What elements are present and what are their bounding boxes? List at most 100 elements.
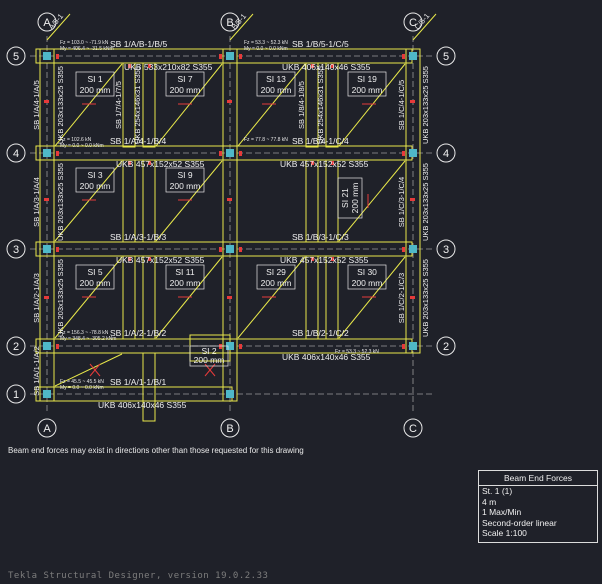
beam-sec-13 — [142, 352, 156, 422]
end-marker — [239, 151, 242, 156]
slab-diagonal — [237, 63, 306, 147]
slab-depth: 200 mm — [352, 278, 383, 288]
slab-box — [256, 264, 296, 290]
grid-bubble-A-bottom[interactable] — [37, 418, 57, 438]
force-label: Fz = 156.3 ~ -78.8 kN — [60, 330, 109, 336]
end-marker — [128, 257, 131, 261]
beam-label[interactable]: SB 1/C/4-1/C/5 — [397, 80, 406, 130]
legend-line: Second-order linear — [482, 517, 557, 528]
beam-label[interactable]: SB 1/A/2-1/A/3 — [32, 273, 41, 323]
column-A4[interactable] — [43, 149, 51, 157]
beam-sec-5 — [122, 255, 136, 340]
grid-bubble-B-bottom[interactable] — [220, 418, 240, 438]
beam-sec-9 — [305, 159, 319, 243]
column-tags: A/5-1 B/5-1 C/5-1 — [47, 11, 432, 31]
column-B4[interactable] — [226, 149, 234, 157]
force-label: My = 0.0 ~ 0.0 kNm — [244, 46, 288, 52]
end-marker — [219, 247, 222, 252]
slab-name: SI 21 — [340, 188, 350, 208]
column-A2[interactable] — [43, 342, 51, 350]
column-B5[interactable] — [226, 52, 234, 60]
column-B2[interactable] — [226, 342, 234, 350]
beam-label[interactable]: SB 1/A/2-1/B/2 — [110, 328, 166, 338]
beam-label[interactable]: SB 1/B/2-1/C/2 — [292, 328, 349, 338]
beam-label[interactable]: SB 1/A/4-1/A/5 — [32, 80, 41, 130]
grid-bubble-2-right[interactable] — [436, 336, 456, 356]
grid-label: 2 — [13, 341, 19, 353]
beam-label[interactable]: SB 1/A/B-1/B/5 — [110, 39, 167, 49]
slab-name: SI 1 — [87, 74, 102, 84]
column-A1[interactable] — [43, 390, 51, 398]
grid-bubble-C-bottom[interactable] — [403, 418, 423, 438]
end-marker — [219, 151, 222, 156]
end-marker — [148, 161, 151, 165]
column-B1[interactable] — [226, 390, 234, 398]
column-C3[interactable] — [409, 245, 417, 253]
slab-box — [165, 167, 205, 193]
end-marker — [410, 296, 415, 299]
beam-label[interactable]: SB 1/7/4-1/7/5 — [114, 81, 123, 129]
beam-label[interactable]: SB 1/A/3-1/B/3 — [110, 232, 166, 242]
grid-label: A — [43, 423, 51, 435]
force-label: My = 0.0 ~ 0.0 kNm — [60, 143, 104, 149]
slab-name: SI 7 — [177, 74, 192, 84]
beam-size-label: UKB 203x133x25 S355 — [421, 163, 430, 241]
beam-size-label: UKB 203x133x25 S355 — [56, 259, 65, 337]
grid-bubble-A[interactable] — [37, 12, 57, 32]
grid-bubble-5[interactable] — [6, 46, 26, 66]
beam-size-label: UKB 457x152x52 S355 — [116, 159, 205, 169]
end-marker — [239, 344, 242, 349]
grid-bubble-3[interactable] — [6, 239, 26, 259]
force-annotations: Fz = 103.0 ~ -71.9 kN My = 406.4 ~ -31.5… — [60, 40, 379, 391]
beam-label[interactable]: SB 1/C/2-1/C/3 — [397, 273, 406, 323]
end-marker — [410, 100, 415, 103]
grid-bubble-4[interactable] — [6, 143, 26, 163]
column-C2[interactable] — [409, 342, 417, 350]
end-marker — [56, 344, 59, 349]
grid-bubble-3-right[interactable] — [436, 239, 456, 259]
beam-label[interactable]: SB 1/A/3-1/A/4 — [32, 177, 41, 227]
beam-labels: SB 1/A/B-1/B/5 SB 1/B/5-1/C/5 UKB 533x21… — [32, 39, 430, 410]
beam-label[interactable]: SB 1/8/4-1/8/5 — [297, 81, 306, 129]
slab-box — [165, 264, 205, 290]
end-marker — [128, 64, 131, 68]
force-label: My = 0.0 ~ 0.0 kNm — [60, 385, 104, 391]
grid-label: 4 — [13, 148, 19, 160]
grid-bubble-B[interactable] — [220, 12, 240, 32]
slab-name: SI 3 — [87, 170, 102, 180]
force-label: Fz = 53.3 ~ 52.3 kN — [335, 349, 379, 355]
slab-box — [347, 264, 387, 290]
grid-bubble-2[interactable] — [6, 336, 26, 356]
beam-sec-6 — [142, 255, 156, 340]
beam-size-label: UKB 457x152x52 S355 — [280, 159, 369, 169]
end-marker — [311, 64, 314, 68]
column-A3[interactable] — [43, 245, 51, 253]
beam-size-label: UKB 254x146x31 S355 — [316, 66, 325, 144]
grid-bubble-5-right[interactable] — [436, 46, 456, 66]
grid-bubble-1[interactable] — [6, 384, 26, 404]
beam-label[interactable]: SB 1/A/1-1/A/2 — [32, 346, 41, 396]
beam-label[interactable]: SB 1/C/3-1/C/4 — [397, 177, 406, 227]
legend-line: 4 m — [482, 496, 497, 507]
slab-box — [75, 264, 115, 290]
beam-label[interactable]: SB 1/B/3-1/C/3 — [292, 232, 349, 242]
beam-label[interactable]: SB 1/B/5-1/C/5 — [292, 39, 349, 49]
grid-bubble-C[interactable] — [403, 12, 423, 32]
legend-line: St. 1 (1) — [482, 486, 513, 496]
slab-name: SI 9 — [177, 170, 192, 180]
beam-label[interactable]: SB 1/A/1-1/B/1 — [110, 377, 166, 387]
grid-bubble-4-right[interactable] — [436, 143, 456, 163]
end-marker — [44, 100, 49, 103]
slab-diagonal — [338, 63, 406, 147]
column-tag: B/5-1 — [230, 12, 248, 32]
slab-depth: 200 mm — [80, 85, 111, 95]
grid-label: B — [226, 423, 233, 435]
grid-label: 3 — [13, 244, 19, 256]
column-C4[interactable] — [409, 149, 417, 157]
beam-label[interactable]: SB 1/A/4-1/B/4 — [110, 136, 166, 146]
beam-label[interactable]: SB 1/B/4-1/C/4 — [292, 136, 349, 146]
column-B3[interactable] — [226, 245, 234, 253]
force-label: Fz = 45.5 ~ 45.5 kN — [60, 379, 104, 385]
column-C5[interactable] — [409, 52, 417, 60]
column-A5[interactable] — [43, 52, 51, 60]
